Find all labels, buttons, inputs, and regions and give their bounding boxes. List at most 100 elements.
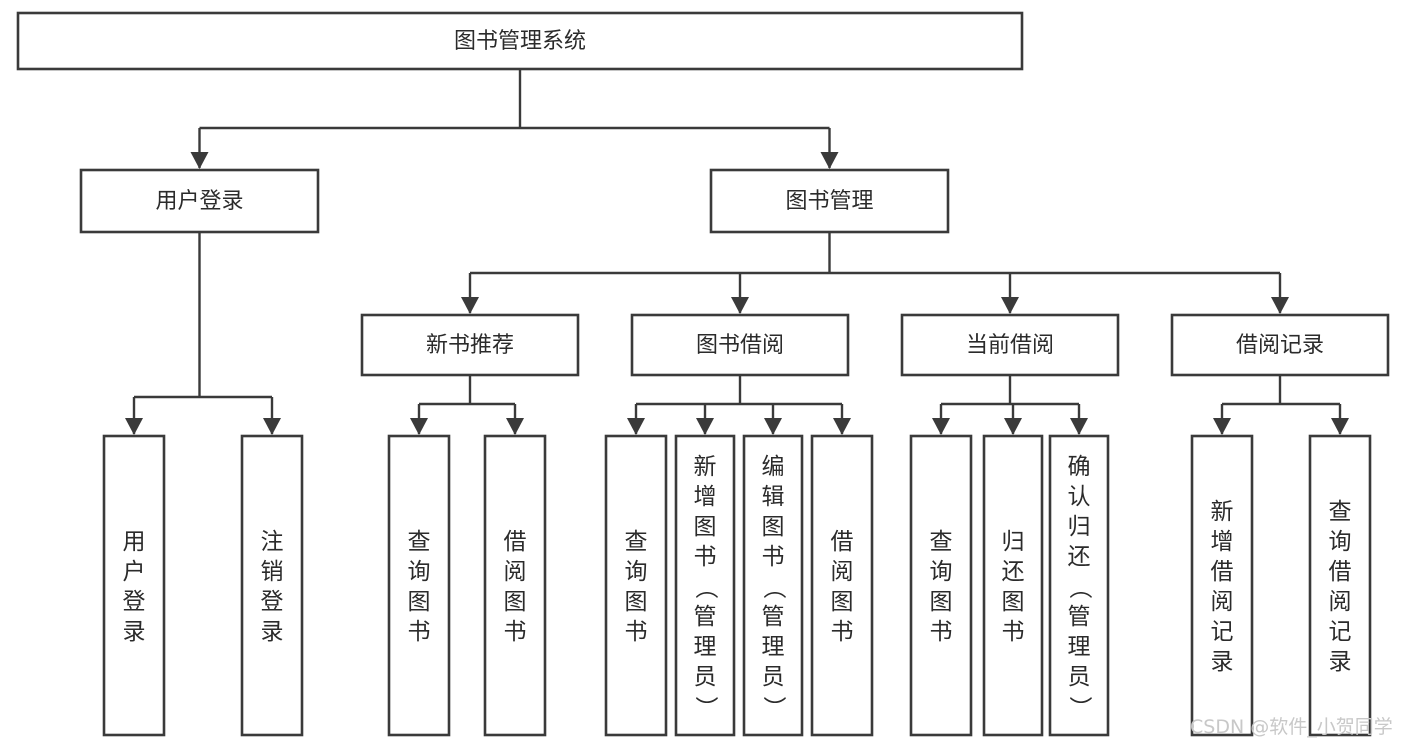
arrow-head-icon xyxy=(627,418,645,435)
leaf-box-leaf-query-book-2 xyxy=(604,434,668,737)
leaf-char: 还 xyxy=(1002,559,1025,585)
leaf-char: 管 xyxy=(762,604,785,630)
leaf-char: 理 xyxy=(1068,634,1091,660)
leaf-box-leaf-query-borrow-record xyxy=(1308,434,1372,737)
arrow-head-icon xyxy=(461,297,479,314)
leaf-char: 查 xyxy=(1329,499,1352,525)
leaf-char: 录 xyxy=(123,619,146,645)
node-box-book-management xyxy=(709,168,950,234)
leaf-box-leaf-return-book xyxy=(982,434,1044,737)
leaf-char: 图 xyxy=(504,589,527,615)
node-label-borrow-record: 借阅记录 xyxy=(1236,333,1324,358)
node-book-borrow[interactable]: 图书借阅 xyxy=(630,313,850,377)
arrow-head-icon xyxy=(764,418,782,435)
arrow-head-icon xyxy=(1331,418,1349,435)
node-borrow-record[interactable]: 借阅记录 xyxy=(1170,313,1390,377)
leaf-char: 销 xyxy=(261,559,284,585)
node-label-book-management: 图书管理 xyxy=(785,189,873,214)
arrow-head-icon xyxy=(125,418,143,435)
leaf-char: 书 xyxy=(625,619,648,645)
node-layer: 图书管理系统用户登录图书管理新书推荐图书借阅当前借阅借阅记录用户登录注销登录查询… xyxy=(16,11,1390,737)
leaf-char: 编 xyxy=(762,454,785,480)
leaf-char: 理 xyxy=(694,634,717,660)
leaf-char: 录 xyxy=(1211,649,1234,675)
arrow-head-icon xyxy=(1271,297,1289,314)
arrow-head-icon xyxy=(833,418,851,435)
leaf-char: 户 xyxy=(123,559,146,585)
leaf-char: 图 xyxy=(831,589,854,615)
connector-layer xyxy=(125,69,1349,435)
arrow-head-icon xyxy=(1004,418,1022,435)
leaf-char: 员 xyxy=(1068,664,1091,690)
leaf-char: 查 xyxy=(930,529,953,555)
leaf-char: 登 xyxy=(123,589,146,615)
node-label-user-login: 用户登录 xyxy=(155,189,243,214)
leaf-char: 录 xyxy=(1329,649,1352,675)
leaf-box-leaf-add-borrow-record xyxy=(1190,434,1254,737)
leaf-char: 书 xyxy=(694,544,717,570)
leaf-char: 认 xyxy=(1068,484,1091,510)
leaf-char: 询 xyxy=(408,559,431,585)
leaf-char: 图 xyxy=(930,589,953,615)
leaf-char: 管 xyxy=(1068,604,1091,630)
leaf-char: （ xyxy=(761,576,787,599)
leaf-char: 询 xyxy=(1329,529,1352,555)
leaf-box-leaf-query-book-3 xyxy=(909,434,973,737)
leaf-char: 图 xyxy=(408,589,431,615)
arrow-head-icon xyxy=(1213,418,1231,435)
node-user-login[interactable]: 用户登录 xyxy=(79,168,320,234)
leaf-char: 增 xyxy=(694,484,717,510)
leaf-char: 新 xyxy=(1211,499,1234,525)
arrow-head-icon xyxy=(932,418,950,435)
leaf-box-leaf-add-book-admin xyxy=(674,434,736,737)
leaf-char: 书 xyxy=(504,619,527,645)
arrow-head-icon xyxy=(1001,297,1019,314)
leaf-char: 图 xyxy=(762,514,785,540)
leaf-char: 登 xyxy=(261,589,284,615)
leaf-char: 理 xyxy=(762,634,785,660)
leaf-char: 询 xyxy=(625,559,648,585)
leaf-char: （ xyxy=(693,576,719,599)
leaf-char: 借 xyxy=(1329,559,1352,585)
leaf-char: 员 xyxy=(762,664,785,690)
leaf-char: 阅 xyxy=(1211,589,1234,615)
leaf-char: 借 xyxy=(1211,559,1234,585)
leaf-char: 归 xyxy=(1068,514,1091,540)
node-current-borrow[interactable]: 当前借阅 xyxy=(900,313,1120,377)
leaf-char: 录 xyxy=(261,619,284,645)
leaf-box-leaf-edit-book-admin xyxy=(742,434,804,737)
leaf-box-leaf-borrow-book-1 xyxy=(483,434,547,737)
node-box-book-borrow xyxy=(630,313,850,377)
leaf-char: 书 xyxy=(831,619,854,645)
arrow-head-icon xyxy=(506,418,524,435)
leaf-char: 图 xyxy=(625,589,648,615)
leaf-box-leaf-user-login xyxy=(102,434,166,737)
leaf-leaf-user-login[interactable]: 用户登录 xyxy=(102,434,166,737)
arrow-head-icon xyxy=(696,418,714,435)
leaf-char: 新 xyxy=(694,454,717,480)
node-new-book-recommend[interactable]: 新书推荐 xyxy=(360,313,580,377)
leaf-char: 确 xyxy=(1068,454,1091,480)
node-book-management[interactable]: 图书管理 xyxy=(709,168,950,234)
arrow-head-icon xyxy=(1070,418,1088,435)
leaf-char: 查 xyxy=(408,529,431,555)
arrow-head-icon xyxy=(263,418,281,435)
leaf-char: 阅 xyxy=(831,559,854,585)
leaf-char: 书 xyxy=(762,544,785,570)
node-root[interactable]: 图书管理系统 xyxy=(16,11,1024,71)
arrow-head-icon xyxy=(190,152,209,169)
